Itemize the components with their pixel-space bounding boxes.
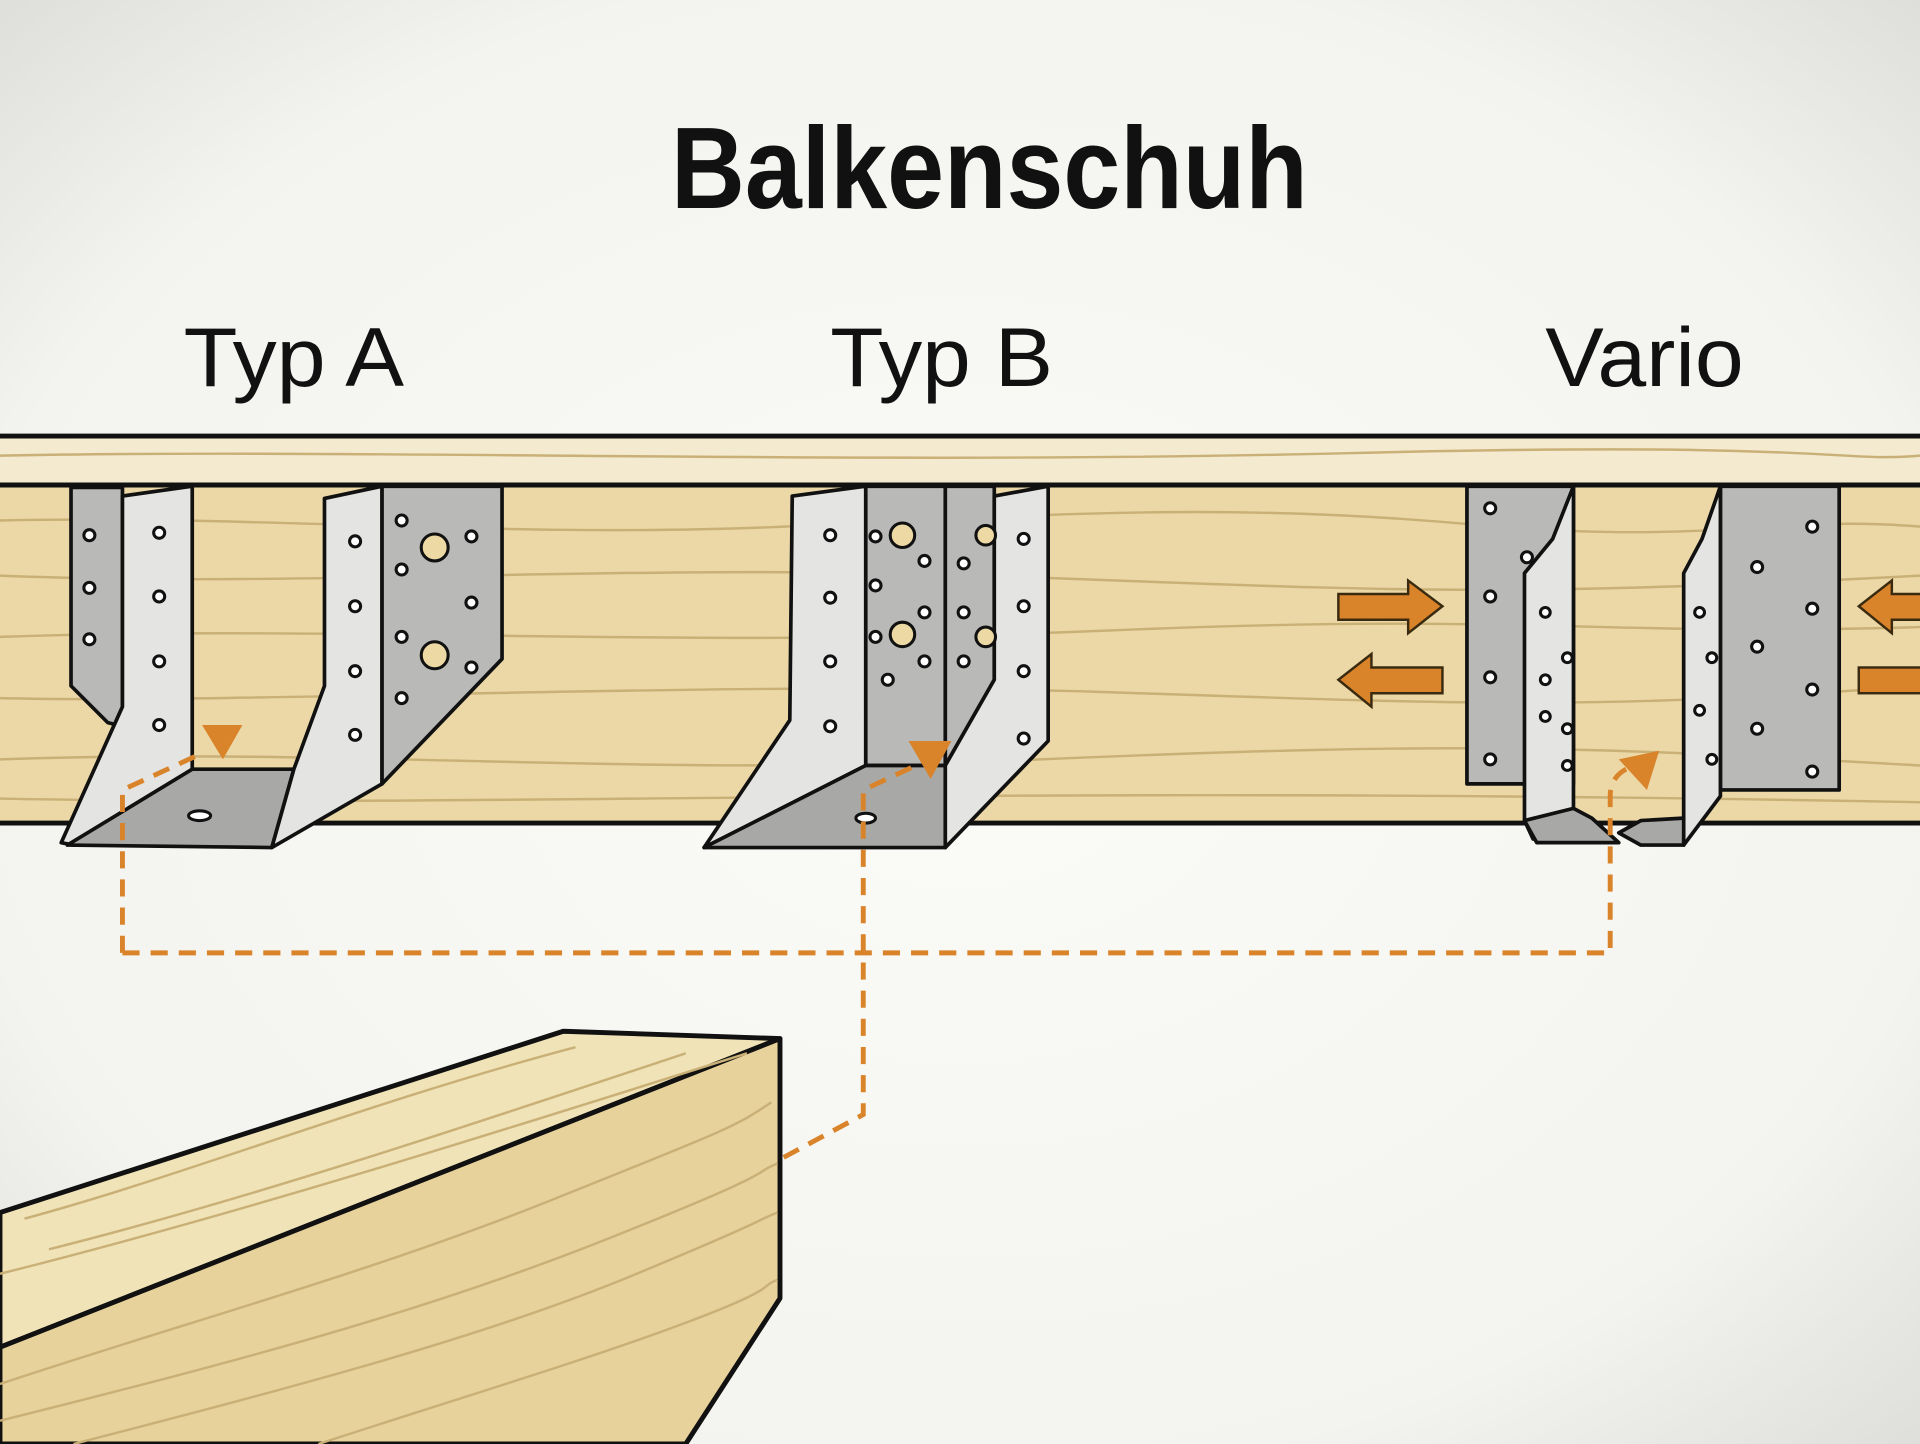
arrow-right-icon [1337, 578, 1445, 636]
label-typ-b: Typ B [830, 311, 1053, 404]
arrowhead-icon [908, 740, 952, 779]
hanger-typ-b [702, 484, 1050, 850]
insertion-guides [120, 725, 1660, 1160]
arrow-right-icon [1857, 666, 1920, 695]
arrowhead-icon [202, 725, 243, 760]
joist-beam [0, 1028, 783, 1444]
hanger-vario [1465, 484, 1842, 847]
arrow-left-icon [1336, 651, 1444, 710]
label-typ-a: Typ A [184, 311, 405, 404]
diagram-title: Balkenschuh [671, 103, 1308, 233]
arrowhead-icon [1618, 750, 1660, 790]
arrow-left-icon [1856, 578, 1920, 636]
label-vario: Vario [1545, 311, 1743, 404]
